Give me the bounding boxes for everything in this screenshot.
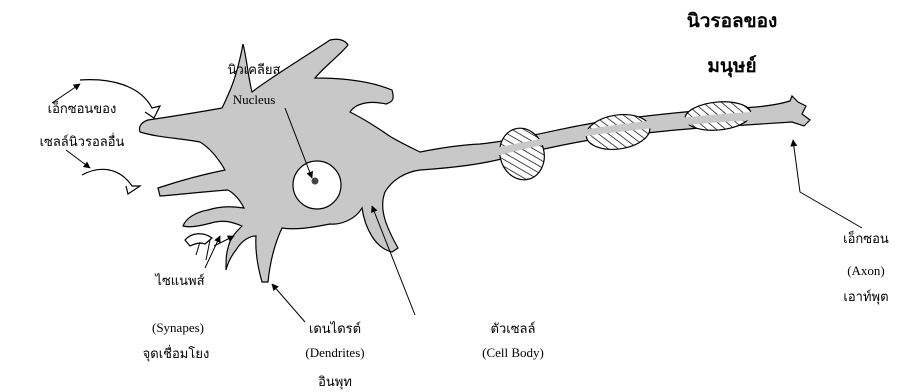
axon-label-en: (Axon) <box>847 263 885 278</box>
arrow-dendrite <box>272 284 305 322</box>
dendrite-label-desc: อินพุท <box>318 374 352 390</box>
synapse-label-en: (Synapes) <box>152 320 204 335</box>
synapse-terminal-1 <box>185 234 212 246</box>
axon-label-desc: เอาท์พุต <box>843 289 888 305</box>
title-line-1: นิวรอลของ <box>687 11 778 32</box>
synapse-label-th: ไซแนพส์ <box>154 273 204 288</box>
nucleus-label-th: นิวเคลียส <box>228 62 281 77</box>
nucleus-label-en: Nucleus <box>233 92 276 107</box>
cell-body-label-th: ตัวเซลล์ <box>491 321 536 336</box>
synapse-terminals <box>185 234 212 260</box>
other-axon-label-line-2: เซลล์นิวรอลอื่น <box>40 133 125 149</box>
synapse-label-desc: จุดเชื่อมโยง <box>143 345 210 362</box>
arrow-cell-body <box>372 206 415 315</box>
arrow-axon <box>793 140 862 228</box>
nucleolus-dot <box>312 178 319 185</box>
cell-body-label-en: (Cell Body) <box>482 345 544 360</box>
dendrite-label-en: (Dendrites) <box>305 345 364 360</box>
axon-label-th: เอ็กซอน <box>843 229 889 246</box>
dendrite-label-th: เดนไดรต์ <box>309 321 361 336</box>
other-axon-terminal-2 <box>82 169 140 194</box>
nucleus-shape <box>293 161 341 209</box>
other-axon-label-line-1: เอ็กซอนของ <box>48 99 117 116</box>
labels: นิวรอลของ มนุษย์ นิวเคลียส Nucleus เอ็กซ… <box>40 11 889 390</box>
arrow-other-axon-2 <box>66 150 90 168</box>
title-line-2: มนุษย์ <box>707 55 756 78</box>
